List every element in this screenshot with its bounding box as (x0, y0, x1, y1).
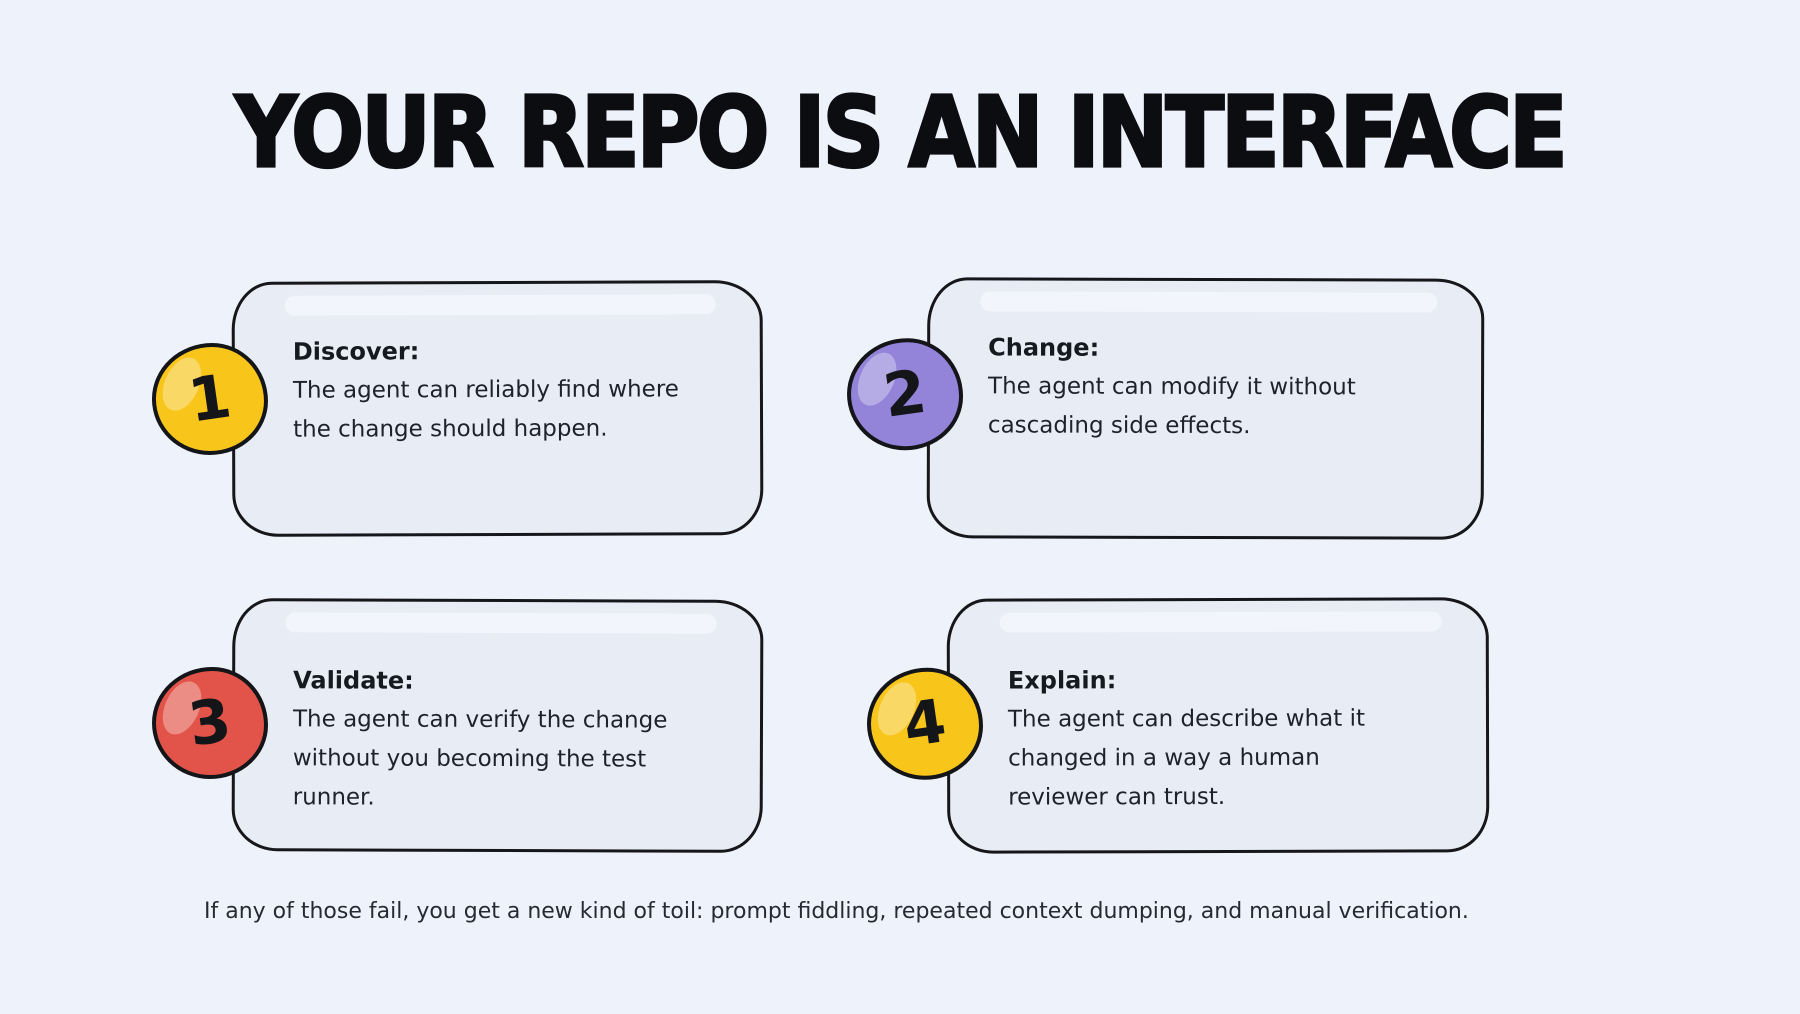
card-validate-line: The agent can verify the change (292, 706, 668, 734)
card-discover-line: the change should happen. (293, 415, 608, 443)
step-badge-4: 4 (866, 667, 984, 780)
card-change: 2 Change: The agent can modify it withou… (846, 277, 1485, 540)
card-change-heading: Change: (988, 333, 1100, 362)
card-discover-text: Discover: The agent can reliably find wh… (293, 331, 732, 450)
footer-note: If any of those fail, you get a new kind… (204, 899, 1469, 924)
page-title: YOUR REPO IS AN INTERFACE (234, 74, 1569, 191)
card-explain-line: The agent can describe what it (1007, 705, 1366, 733)
step-badge-3: 3 (151, 666, 269, 780)
step-number-2: 2 (879, 356, 931, 432)
card-validate: 3 Validate: The agent can verify the cha… (151, 598, 764, 853)
card-discover-line: The agent can reliably find where (292, 376, 679, 404)
step-number-3: 3 (184, 685, 236, 761)
step-number-4: 4 (899, 686, 951, 762)
card-change-line: cascading side effects. (987, 412, 1251, 440)
card-explain: 4 Explain: The agent can describe what i… (866, 597, 1490, 854)
card-discover-heading: Discover: (292, 337, 420, 366)
card-validate-text: Validate: The agent can verify the chang… (293, 661, 733, 819)
card-validate-heading: Validate: (293, 666, 414, 695)
step-badge-2: 2 (846, 338, 964, 451)
card-validate-line: runner. (292, 784, 375, 811)
card-discover: 1 Discover: The agent can reliably find … (151, 280, 764, 537)
card-change-line: The agent can modify it without (988, 373, 1356, 401)
card-change-text: Change: The agent can modify it without … (988, 328, 1453, 446)
card-explain-text: Explain: The agent can describe what it … (1008, 660, 1458, 817)
step-number-1: 1 (184, 361, 236, 437)
card-explain-heading: Explain: (1007, 666, 1117, 695)
card-explain-line: changed in a way a human (1008, 744, 1320, 772)
card-explain-line: reviewer can trust. (1008, 783, 1226, 811)
card-validate-line: without you becoming the test (292, 745, 647, 773)
step-badge-1: 1 (151, 342, 269, 456)
